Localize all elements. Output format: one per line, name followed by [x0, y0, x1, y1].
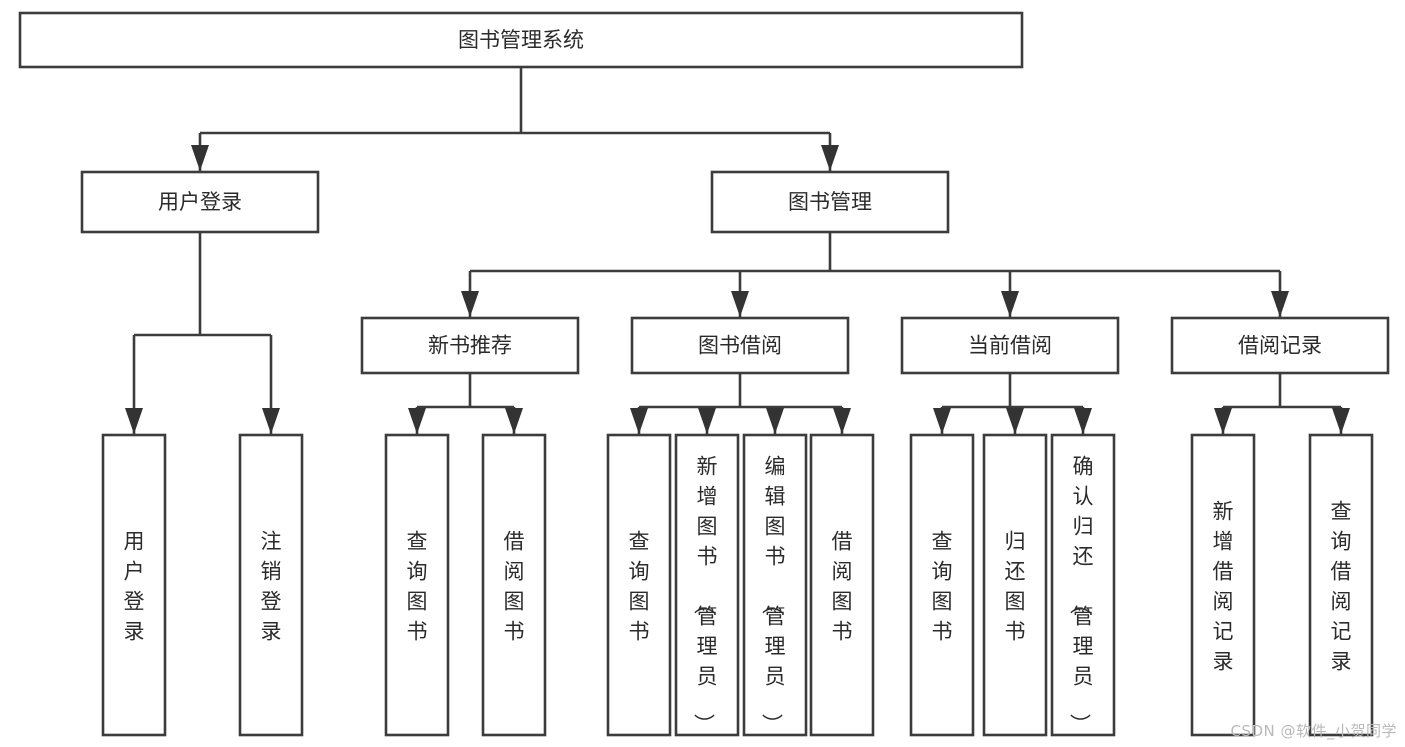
- arrow-head-icon-leaf-user-login: [125, 408, 143, 434]
- node-leaf-add-book-admin[interactable]: 新增图书（管理员）: [674, 433, 740, 737]
- node-label-leaf-edit-book-admin: 编辑图书（管理员）: [760, 454, 786, 734]
- node-box-leaf-query-book-current: [909, 433, 975, 737]
- arrow-head-icon-borrow-record: [1271, 291, 1289, 317]
- arrow-head-icon-leaf-query-book-recommend: [408, 408, 426, 434]
- node-box-leaf-query-borrow-record: [1308, 433, 1374, 737]
- node-box-leaf-confirm-return-admin: [1050, 433, 1116, 737]
- arrow-head-icon-leaf-edit-book-admin: [766, 408, 784, 434]
- node-leaf-query-borrow-record[interactable]: 查询借阅记录: [1308, 433, 1374, 737]
- node-box-leaf-borrow-book: [809, 433, 875, 737]
- arrow-head-icon-leaf-confirm-return-admin: [1074, 408, 1092, 434]
- arrow-head-icon-leaf-logout-login: [262, 408, 280, 434]
- arrow-head-icon-current-borrow: [1001, 291, 1019, 317]
- node-label-leaf-query-book-current: 查询图书: [932, 529, 953, 643]
- node-user-login[interactable]: 用户登录: [80, 170, 320, 234]
- arrow-head-icon-leaf-add-book-admin: [698, 408, 716, 434]
- node-box-leaf-add-borrow-record: [1190, 433, 1256, 737]
- arrow-head-icon-leaf-borrow-book: [833, 408, 851, 434]
- node-layer: 图书管理系统用户登录图书管理新书推荐图书借阅当前借阅借阅记录用户登录注销登录查询…: [18, 11, 1390, 737]
- node-label-leaf-return-book: 归还图书: [1005, 529, 1026, 643]
- node-new-book-recommend[interactable]: 新书推荐: [360, 316, 580, 375]
- node-label-borrow-record: 借阅记录: [1238, 334, 1322, 358]
- node-label-leaf-query-book-borrow: 查询图书: [629, 529, 650, 643]
- node-label-leaf-logout-login: 注销登录: [261, 529, 282, 643]
- arrow-head-icon-user-login: [191, 145, 209, 171]
- node-box-leaf-borrow-book-recommend: [481, 433, 547, 737]
- arrow-head-icon-leaf-query-book-borrow: [630, 408, 648, 434]
- node-box-leaf-query-book-borrow: [606, 433, 672, 737]
- arrow-head-icon-leaf-query-borrow-record: [1332, 408, 1350, 434]
- node-box-current-borrow: [900, 316, 1120, 375]
- node-leaf-borrow-book-recommend[interactable]: 借阅图书: [481, 433, 547, 737]
- node-box-leaf-user-login: [101, 433, 167, 737]
- node-label-leaf-confirm-return-admin: 确认归还（管理员）: [1068, 454, 1094, 734]
- arrow-head-icon-book-manage: [821, 145, 839, 171]
- arrow-head-icon-leaf-return-book: [1006, 408, 1024, 434]
- arrow-head-icon-book-borrow: [731, 291, 749, 317]
- node-leaf-user-login[interactable]: 用户登录: [101, 433, 167, 737]
- node-label-leaf-add-borrow-record: 新增借阅记录: [1213, 499, 1234, 673]
- node-box-leaf-add-book-admin: [674, 433, 740, 737]
- node-leaf-query-book-borrow[interactable]: 查询图书: [606, 433, 672, 737]
- arrow-head-icon-leaf-borrow-book-recommend: [505, 408, 523, 434]
- node-box-book-borrow: [630, 316, 850, 375]
- node-box-new-book-recommend: [360, 316, 580, 375]
- node-label-leaf-user-login: 用户登录: [124, 529, 145, 643]
- node-leaf-add-borrow-record[interactable]: 新增借阅记录: [1190, 433, 1256, 737]
- node-label-leaf-borrow-book-recommend: 借阅图书: [504, 529, 525, 643]
- node-leaf-return-book[interactable]: 归还图书: [982, 433, 1048, 737]
- node-box-leaf-edit-book-admin: [742, 433, 808, 737]
- node-book-manage[interactable]: 图书管理: [710, 170, 950, 234]
- node-label-leaf-add-book-admin: 新增图书（管理员）: [692, 454, 718, 734]
- node-leaf-confirm-return-admin[interactable]: 确认归还（管理员）: [1050, 433, 1116, 737]
- node-label-leaf-borrow-book: 借阅图书: [832, 529, 853, 643]
- node-leaf-edit-book-admin[interactable]: 编辑图书（管理员）: [742, 433, 808, 737]
- arrow-head-icon-new-book-recommend: [461, 291, 479, 317]
- node-box-leaf-return-book: [982, 433, 1048, 737]
- arrow-head-icon-leaf-query-book-current: [933, 408, 951, 434]
- node-leaf-query-book-current[interactable]: 查询图书: [909, 433, 975, 737]
- node-borrow-record[interactable]: 借阅记录: [1170, 316, 1390, 375]
- node-box-book-manage: [710, 170, 950, 234]
- csdn-watermark: CSDN @软件_小贺同学: [1230, 722, 1397, 740]
- node-book-borrow[interactable]: 图书借阅: [630, 316, 850, 375]
- node-root[interactable]: 图书管理系统: [18, 11, 1024, 69]
- node-label-book-borrow: 图书借阅: [698, 334, 782, 358]
- node-leaf-borrow-book[interactable]: 借阅图书: [809, 433, 875, 737]
- node-leaf-query-book-recommend[interactable]: 查询图书: [384, 433, 450, 737]
- node-box-leaf-logout-login: [238, 433, 304, 737]
- node-label-current-borrow: 当前借阅: [968, 334, 1052, 358]
- node-label-new-book-recommend: 新书推荐: [428, 334, 512, 358]
- node-leaf-logout-login[interactable]: 注销登录: [238, 433, 304, 737]
- node-label-leaf-query-book-recommend: 查询图书: [407, 529, 428, 643]
- node-box-user-login: [80, 170, 320, 234]
- arrow-head-icon-leaf-add-borrow-record: [1214, 408, 1232, 434]
- node-current-borrow[interactable]: 当前借阅: [900, 316, 1120, 375]
- node-box-leaf-query-book-recommend: [384, 433, 450, 737]
- node-box-borrow-record: [1170, 316, 1390, 375]
- node-label-root: 图书管理系统: [458, 28, 584, 52]
- node-label-book-manage: 图书管理: [788, 190, 872, 214]
- node-label-leaf-query-borrow-record: 查询借阅记录: [1331, 499, 1352, 673]
- node-box-root: [18, 11, 1024, 69]
- connector-layer: [125, 67, 1350, 434]
- node-label-user-login: 用户登录: [158, 190, 242, 214]
